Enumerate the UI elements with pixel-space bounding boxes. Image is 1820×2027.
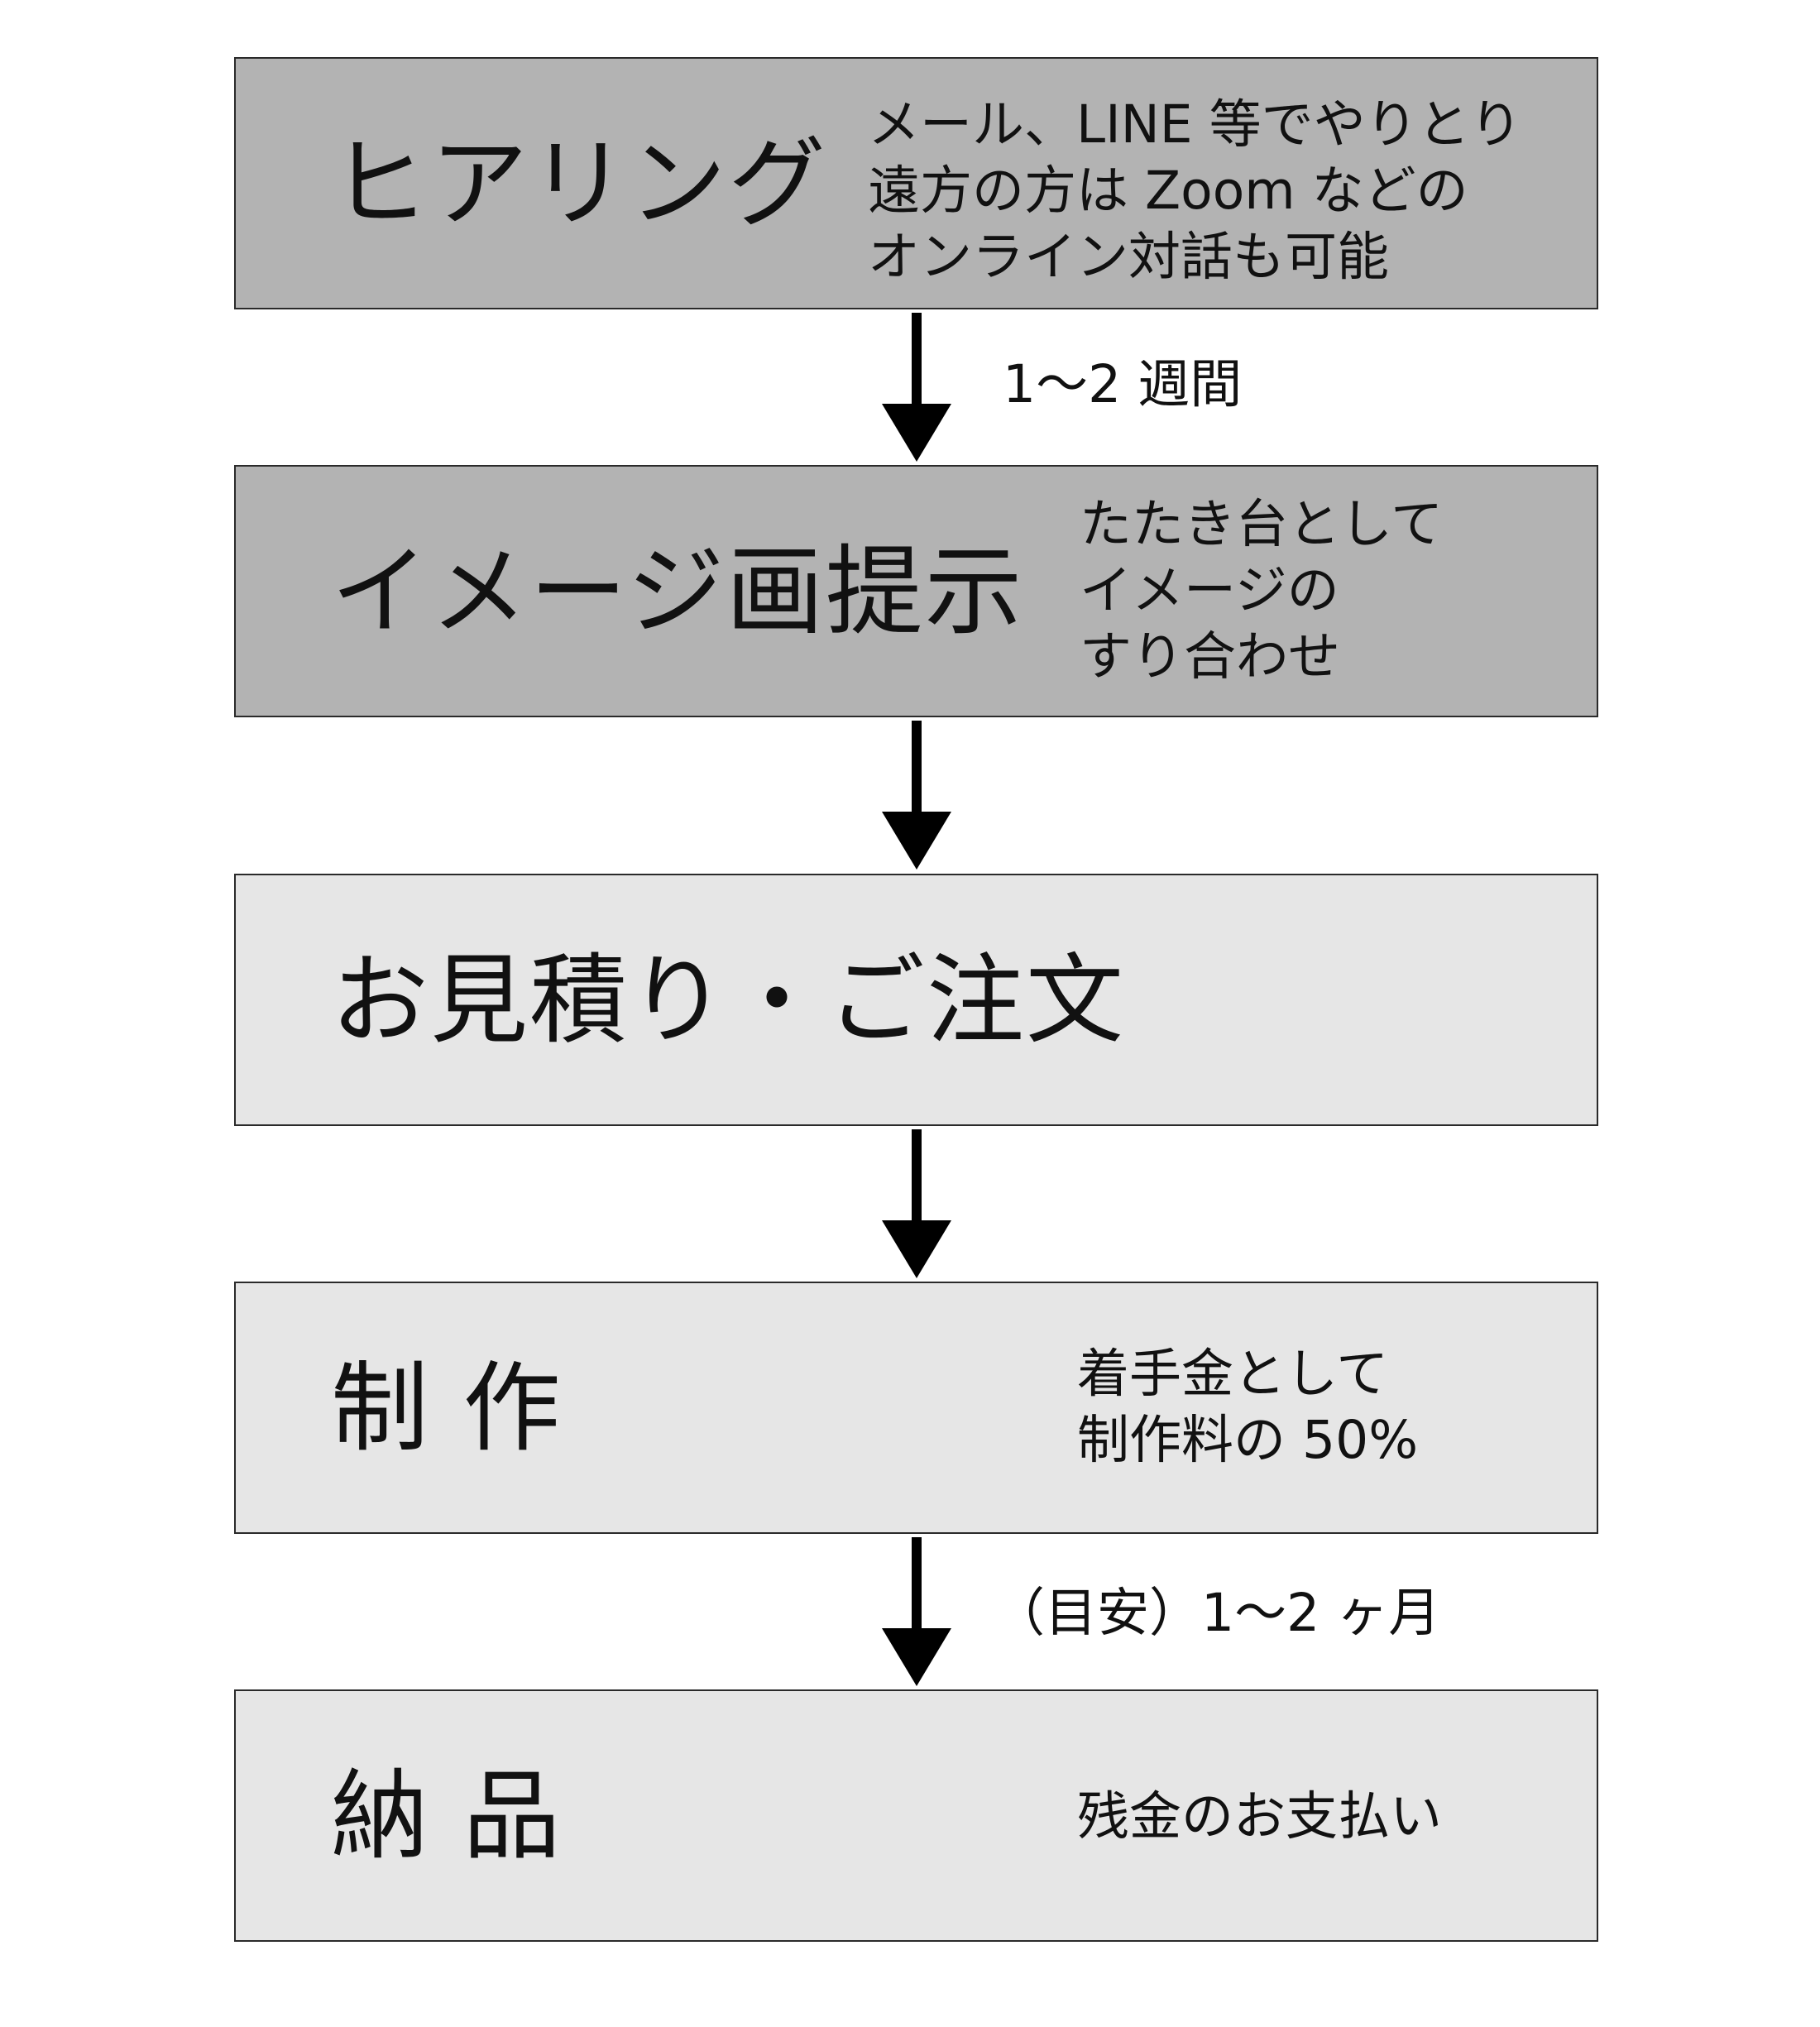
step-delivery-box: 納 品 残金のお支払い bbox=[234, 1689, 1598, 1942]
step-note: 着手金として 制作料の 50% bbox=[1077, 1341, 1418, 1474]
step-title: 納 品 bbox=[331, 1758, 563, 1873]
step-title: 制 作 bbox=[331, 1350, 563, 1465]
arrow-head bbox=[882, 404, 951, 462]
note-line: すり合わせ bbox=[1080, 626, 1340, 687]
arrow-label: 1〜2 週間 bbox=[1003, 354, 1243, 415]
step-title: イメージ画提示 bbox=[331, 534, 1024, 649]
note-line: 残金のお支払い bbox=[1077, 1786, 1442, 1847]
step-title: ヒアリング bbox=[331, 126, 828, 241]
arrow-label: （目安）1〜2 ヶ月 bbox=[993, 1583, 1441, 1643]
arrow-head bbox=[882, 812, 951, 870]
step-note: メール、LINE 等でやりとり 遠方の方は Zoom などの オンライン対話も可… bbox=[868, 92, 1522, 290]
note-line: オンライン対話も可能 bbox=[868, 227, 1389, 287]
arrow-head bbox=[882, 1628, 951, 1686]
arrow-shaft bbox=[912, 1129, 922, 1224]
step-note: 残金のお支払い bbox=[1077, 1784, 1442, 1850]
arrow-shaft bbox=[912, 721, 922, 816]
arrow-shaft bbox=[912, 1537, 922, 1632]
step-estimate-order-box: お見積り・ご注文 bbox=[234, 874, 1598, 1126]
flow-arrow bbox=[882, 1129, 951, 1278]
note-line: 着手金として bbox=[1077, 1344, 1389, 1404]
note-line: 制作料の 50% bbox=[1077, 1410, 1419, 1470]
flow-arrow bbox=[882, 721, 951, 870]
step-title: お見積り・ご注文 bbox=[331, 942, 1126, 1057]
note-line: メール、LINE 等でやりとり bbox=[868, 94, 1522, 155]
flow-arrow bbox=[882, 1537, 951, 1686]
step-image-proposal-box: イメージ画提示 たたき台として イメージの すり合わせ bbox=[234, 465, 1598, 717]
note-line: 遠方の方は Zoom などの bbox=[868, 161, 1468, 221]
flow-arrow bbox=[882, 313, 951, 462]
note-line: イメージの bbox=[1080, 560, 1339, 621]
step-note: たたき台として イメージの すり合わせ bbox=[1080, 491, 1443, 690]
note-line: たたき台として bbox=[1080, 494, 1444, 554]
arrow-head bbox=[882, 1220, 951, 1278]
step-production-box: 制 作 着手金として 制作料の 50% bbox=[234, 1282, 1598, 1534]
arrow-shaft bbox=[912, 313, 922, 408]
step-hearing-box: ヒアリング メール、LINE 等でやりとり 遠方の方は Zoom などの オンラ… bbox=[234, 57, 1598, 309]
